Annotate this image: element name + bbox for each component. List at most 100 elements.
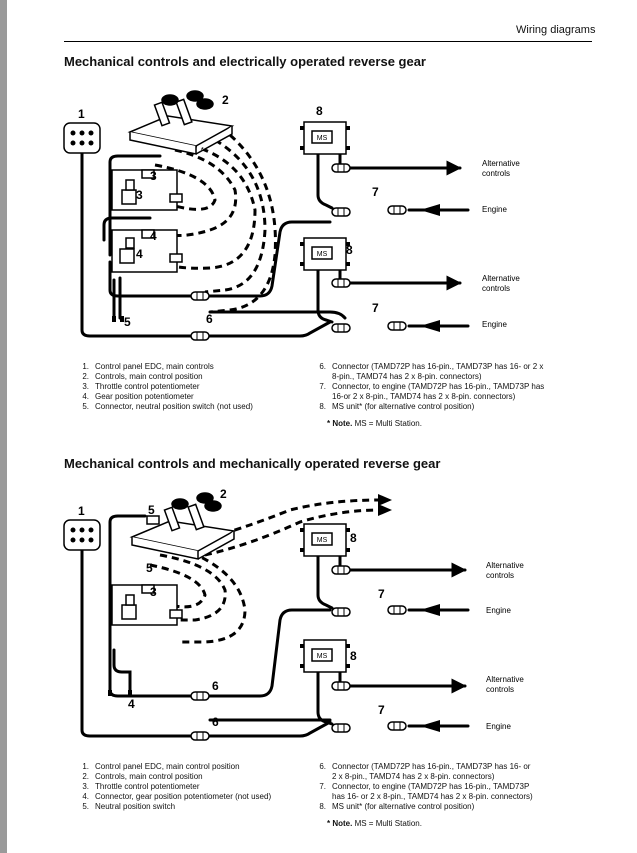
- label-1: 1: [78, 107, 85, 121]
- legend-number: 4.: [82, 392, 89, 401]
- legend-number: [310, 392, 332, 402]
- legend-text: Connector, neutral position switch (not …: [95, 402, 253, 411]
- legend-item: 1.Control panel EDC, main controls: [73, 362, 253, 372]
- label-6: 6: [206, 312, 213, 326]
- legend-item: 3.Throttle control potentiometer: [73, 382, 253, 392]
- controls-label: controls: [482, 284, 510, 293]
- controls-label: controls: [486, 685, 514, 694]
- note-label: * Note.: [327, 819, 353, 828]
- control-panel-icon: [63, 519, 101, 551]
- legend-text: Controls, main control position: [95, 372, 203, 381]
- legend-number: [310, 792, 332, 802]
- label-2: 2: [222, 93, 229, 107]
- label-5: 5: [148, 503, 155, 517]
- legend-number: [310, 372, 332, 382]
- note-text: MS = Multi Station.: [354, 419, 422, 428]
- section2-note: * Note. MS = Multi Station.: [327, 819, 422, 828]
- label-4: 4: [128, 697, 135, 711]
- engine-label: Engine: [486, 722, 511, 731]
- ms-label: MS: [317, 135, 328, 142]
- alternative-label: Alternative: [486, 675, 524, 684]
- legend-text: Connector (TAMD72P has 16-pin., TAMD73P …: [332, 762, 531, 771]
- page-edge-bar: [0, 0, 7, 853]
- section1-note: * Note. MS = Multi Station.: [327, 419, 422, 428]
- label-5: 5: [124, 315, 131, 329]
- legend-text: Connector, to engine (TAMD72P has 16-pin…: [332, 782, 530, 791]
- engine-label: Engine: [482, 320, 507, 329]
- legend-item: 5. Neutral position switch: [73, 802, 271, 812]
- legend-text: Throttle control potentiometer: [95, 382, 200, 391]
- label-7: 7: [378, 587, 385, 601]
- legend-item: 4. Gear position potentiometer: [73, 392, 253, 402]
- legend-item: 4. Connector, gear position potentiometer…: [73, 792, 271, 802]
- label-8: 8: [350, 531, 357, 545]
- legend-text: 16-or 2 x 8-pin., TAMD74 has 2 x 8-pin. …: [332, 392, 516, 401]
- control-levers-icon: [129, 492, 237, 560]
- label-8: 8: [316, 104, 323, 118]
- ms-label: MS: [317, 537, 328, 544]
- legend-number: 1.: [82, 362, 89, 371]
- legend-number: 8.: [319, 402, 326, 411]
- label-6: 6: [212, 715, 219, 729]
- legend-number: 3.: [82, 782, 89, 791]
- legend-text: Controls, main control position: [95, 772, 203, 781]
- label-3: 3: [136, 188, 143, 202]
- label-3: 3: [150, 585, 157, 599]
- engine-label: Engine: [482, 205, 507, 214]
- legend-text: has 16- or 2 x 8-pin., TAMD74 has 2 x 8-…: [332, 792, 533, 801]
- legend-number: 4.: [82, 792, 89, 801]
- legend-item: 7.Connector, to engine (TAMD72P has 16-p…: [310, 782, 533, 792]
- label-8: 8: [350, 649, 357, 663]
- section2-wiring-diagram: MS MS 1 2 3 4 5 5 6 6 7 7 8 8 Alternativ…: [63, 487, 524, 741]
- legend-text: MS unit* (for alternative control positi…: [332, 402, 475, 411]
- legend-number: 6.: [319, 362, 326, 371]
- legend-item: 5. Connector, neutral position switch (no…: [73, 402, 253, 412]
- header-rule: [64, 41, 592, 42]
- legend-item: 7.Connector, to engine (TAMD72P has 16-p…: [310, 382, 544, 392]
- section1-title: Mechanical controls and electrically ope…: [64, 54, 426, 69]
- section1-wiring-diagram: MS MS 1 2 3 3 4 4 5 6 7 7 8 8 Alternativ…: [63, 90, 520, 341]
- alternative-label: Alternative: [486, 561, 524, 570]
- section2-legend-left: 1.Control panel EDC, main control positi…: [73, 762, 271, 812]
- legend-number: 5.: [82, 802, 89, 811]
- legend-number: 6.: [319, 762, 326, 771]
- note-text: MS = Multi Station.: [354, 819, 422, 828]
- label-4: 4: [136, 247, 143, 261]
- legend-number: 2.: [82, 772, 89, 781]
- ms-label: MS: [317, 653, 328, 660]
- label-4: 4: [150, 229, 157, 243]
- legend-item: 6. Connector (TAMD72P has 16-pin., TAMD73…: [310, 762, 533, 772]
- label-3: 3: [150, 169, 157, 183]
- legend-text: Connector, gear position potentiometer (…: [95, 792, 272, 801]
- legend-text: Gear position potentiometer: [95, 392, 194, 401]
- legend-item: has 16- or 2 x 8-pin., TAMD74 has 2 x 8-…: [310, 792, 533, 802]
- ms-label: MS: [317, 251, 328, 258]
- legend-text: Neutral position switch: [95, 802, 176, 811]
- legend-item: 1.Control panel EDC, main control positi…: [73, 762, 271, 772]
- legend-text: Connector (TAMD72P has 16-pin., TAMD73P …: [332, 362, 544, 371]
- legend-number: 5.: [82, 402, 89, 411]
- legend-item: 6. Connector (TAMD72P has 16-pin., TAMD73…: [310, 362, 544, 372]
- label-7: 7: [372, 185, 379, 199]
- label-7: 7: [372, 301, 379, 315]
- legend-number: [310, 772, 332, 782]
- legend-text: 8-pin., TAMD74 has 2 x 8-pin. connectors…: [332, 372, 482, 381]
- legend-item: 2.Controls, main control position: [73, 372, 253, 382]
- legend-text: Control panel EDC, main control position: [95, 762, 240, 771]
- note-label: * Note.: [327, 419, 353, 428]
- alternative-label: Alternative: [482, 274, 520, 283]
- alternative-label: Alternative: [482, 159, 520, 168]
- section2-title: Mechanical controls and mechanically ope…: [64, 456, 441, 471]
- legend-text: 2 x 8-pin., TAMD74 has 2 x 8-pin. connec…: [332, 772, 495, 781]
- legend-text: MS unit* (for alternative control positi…: [332, 802, 475, 811]
- label-5: 5: [146, 561, 153, 575]
- control-panel-icon: [63, 122, 101, 154]
- label-2: 2: [220, 487, 227, 501]
- legend-item: 2. Controls, main control position: [73, 772, 271, 782]
- legend-text: Throttle control potentiometer: [95, 782, 200, 791]
- page-header: Wiring diagrams: [516, 24, 596, 36]
- legend-item: 8. MS unit* (for alternative control posi…: [310, 802, 533, 812]
- legend-number: 8.: [319, 802, 326, 811]
- legend-item: 8. MS unit* (for alternative control posi…: [310, 402, 544, 412]
- controls-label: controls: [486, 571, 514, 580]
